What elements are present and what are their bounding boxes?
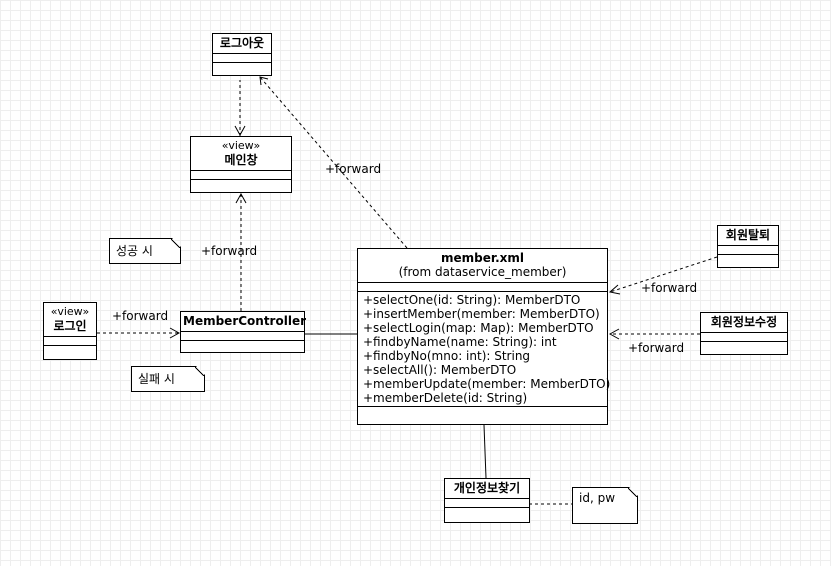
class-edit-info-name: 회원정보수정: [710, 315, 778, 329]
class-find-info-name: 개인정보찾기: [453, 481, 521, 495]
class-member-xml-operations: +selectOne(id: String): MemberDTO+insert…: [358, 292, 611, 407]
operation-item: +findbyName(name: String): int: [363, 335, 557, 349]
dependency-xml-to-logout: [259, 76, 408, 249]
class-withdraw-attributes: [718, 246, 778, 255]
class-member-controller-attributes: [181, 332, 304, 341]
class-login-view-operations: [44, 346, 96, 354]
label-forward-edit: +forward: [628, 341, 685, 355]
class-main-view-operations: [191, 180, 291, 188]
class-member-controller[interactable]: MemberController: [180, 311, 307, 353]
note-id-pw[interactable]: id, pw: [572, 487, 638, 524]
label-forward-main: +forward: [201, 244, 258, 258]
class-logout[interactable]: 로그아웃: [212, 33, 272, 76]
class-main-view[interactable]: «view» 메인창: [190, 136, 292, 193]
class-edit-info-attributes: [701, 333, 787, 342]
label-forward-login: +forward: [112, 309, 169, 323]
operation-item: +findbyNo(mno: int): String: [363, 349, 531, 363]
class-member-xml-name: member.xml: [441, 251, 524, 265]
operation-item: +insertMember(member: MemberDTO): [363, 307, 600, 321]
association-xml-find: [483, 424, 487, 479]
class-main-view-attributes: [191, 171, 291, 180]
class-find-info-attributes: [445, 499, 529, 508]
operation-item: +memberUpdate(member: MemberDTO): [363, 377, 611, 391]
label-forward-withdraw: +forward: [641, 281, 698, 295]
operation-item: +selectAll(): MemberDTO: [363, 363, 517, 377]
class-logout-attributes: [213, 54, 271, 63]
class-find-info[interactable]: 개인정보찾기: [444, 478, 530, 523]
class-logout-operations: [213, 63, 271, 71]
class-login-view-stereotype: «view»: [50, 305, 90, 318]
class-member-controller-operations: [181, 341, 304, 349]
operation-item: +memberDelete(id: String): [363, 391, 528, 405]
class-login-view[interactable]: «view» 로그인: [43, 302, 97, 360]
class-member-xml[interactable]: member.xml (from dataservice_member) +se…: [357, 248, 611, 425]
note-fail[interactable]: 실패 시: [131, 366, 205, 392]
note-success[interactable]: 성공 시: [109, 238, 181, 264]
class-find-info-operations: [445, 508, 529, 516]
operation-item: +selectOne(id: String): MemberDTO: [363, 293, 581, 307]
class-edit-info[interactable]: 회원정보수정: [700, 312, 788, 355]
class-withdraw-name: 회원탈퇴: [725, 228, 771, 242]
class-logout-name: 로그아웃: [219, 36, 265, 50]
class-member-controller-name: MemberController: [183, 314, 307, 328]
dependency-withdraw-to-xml: [609, 256, 718, 293]
class-login-view-name: 로그인: [53, 319, 87, 333]
label-forward-logout: +forward: [325, 162, 382, 176]
class-main-view-name: 메인창: [224, 153, 258, 167]
class-login-view-attributes: [44, 337, 96, 346]
class-main-view-stereotype: «view»: [221, 139, 261, 152]
class-withdraw[interactable]: 회원탈퇴: [717, 225, 779, 268]
class-withdraw-operations: [718, 255, 778, 263]
operation-item: +selectLogin(map: Map): MemberDTO: [363, 321, 594, 335]
class-member-xml-attributes: [358, 283, 607, 292]
class-edit-info-operations: [701, 342, 787, 350]
class-member-xml-package: (from dataservice_member): [398, 265, 567, 279]
